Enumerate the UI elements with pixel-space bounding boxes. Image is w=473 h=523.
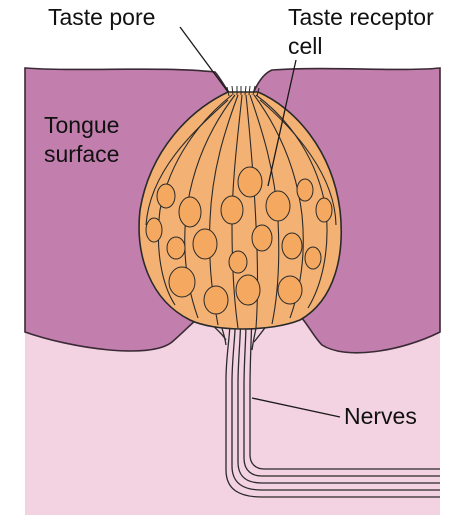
label-taste-pore: Taste pore [48,4,156,30]
label-taste-receptor-cell: Taste receptor [288,4,434,30]
taste-pore-microvilli [226,85,260,97]
nucleus [203,285,229,315]
nucleus [156,183,176,209]
nucleus [220,195,244,225]
nucleus [178,196,202,228]
label-tongue-surface-line2: surface [44,141,120,167]
leader-lines [179,26,341,418]
nucleus [168,266,196,298]
leader-taste-pore [179,26,229,93]
nucleus [192,228,218,260]
nucleus [166,236,186,260]
nucleus [228,250,248,274]
cell-nuclei [145,166,333,315]
label-tongue-surface: Tongue [44,112,120,138]
nucleus [304,246,322,270]
label-nerves: Nerves [344,403,417,429]
nucleus [251,224,273,252]
label-taste-receptor-cell-line2: cell [288,33,323,59]
leader-taste-receptor-cell [267,59,297,187]
nucleus [277,275,303,305]
nucleus [235,274,261,306]
nucleus [145,217,163,243]
nucleus [237,166,263,198]
nucleus [281,232,303,260]
nucleus [265,190,291,222]
leader-nerves [251,397,341,418]
taste-bud [138,85,343,330]
nucleus [315,197,333,223]
nucleus [296,178,314,202]
